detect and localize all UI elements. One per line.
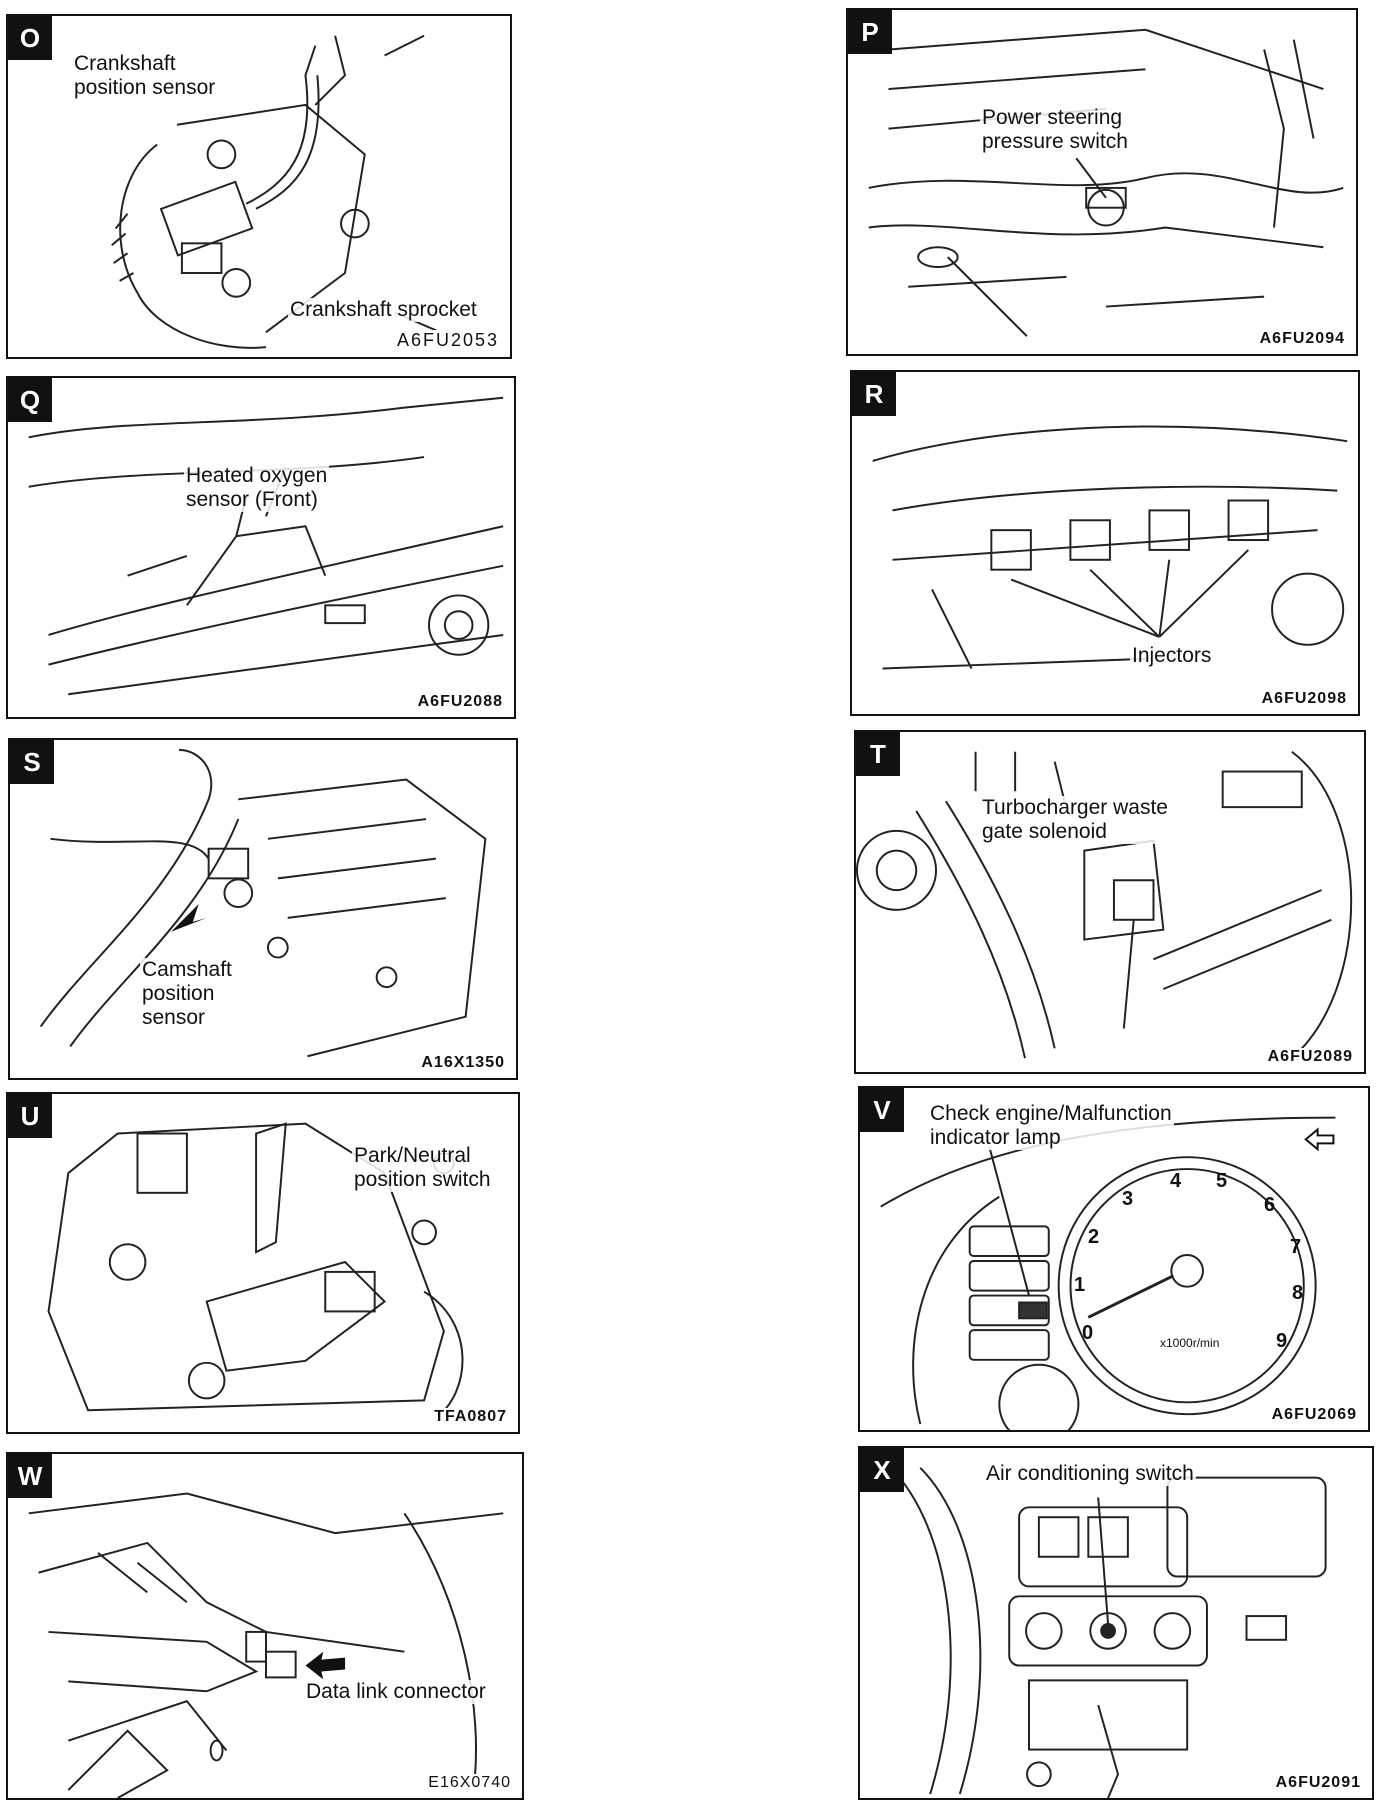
air-conditioning-switch-illustration [889, 1467, 1327, 1798]
data-link-connector-illustration [28, 1492, 504, 1798]
gauge-tick-6: 6 [1264, 1194, 1276, 1216]
camshaft-sensor-illustration [39, 748, 487, 1058]
gauge-tick-3: 3 [1122, 1188, 1134, 1210]
oxygen-sensor-illustration [28, 396, 504, 696]
figure-code: TFA0807 [431, 1408, 510, 1426]
callout-injectors: Injectors [1130, 644, 1214, 668]
figure-code: A6FU2069 [1268, 1406, 1360, 1424]
panel-w: W Data link connector E16X0740 [6, 1452, 524, 1800]
gauge-tick-7: 7 [1290, 1236, 1302, 1258]
callout-turbocharger-waste-gate-solenoid: Turbocharger waste gate solenoid [980, 796, 1170, 844]
pointer-arrow [305, 1651, 346, 1680]
panel-letter: Q [8, 378, 52, 422]
panel-letter: V [860, 1088, 904, 1132]
injectors-illustration [872, 425, 1348, 670]
callout-data-link-connector: Data link connector [304, 1680, 488, 1704]
panel-x: X Air conditioning switch A6FU2091 [858, 1446, 1374, 1800]
gauge-tick-0: 0 [1082, 1322, 1094, 1344]
panel-letter: O [8, 16, 52, 60]
callout-power-steering-pressure-switch: Power steering pressure switch [980, 106, 1130, 154]
figure-code: A6FU2098 [1258, 690, 1350, 708]
power-steering-illustration [868, 28, 1344, 337]
panel-s: S Camshaft position sensor A16X1350 [8, 738, 518, 1080]
figure-code: A6FU2089 [1264, 1048, 1356, 1066]
callout-camshaft-position-sensor: Camshaft position sensor [140, 958, 234, 1030]
panel-letter: X [860, 1448, 904, 1492]
panel-letter: R [852, 372, 896, 416]
panel-letter: U [8, 1094, 52, 1138]
panel-letter: W [8, 1454, 52, 1498]
panel-u: U Park/Neutral position switch TFA0807 [6, 1092, 520, 1434]
callout-park-neutral-position-switch: Park/Neutral position switch [352, 1144, 493, 1192]
callout-crankshaft-sprocket: Crankshaft sprocket [288, 298, 479, 322]
gauge-scale-label: x1000r/min [1160, 1336, 1220, 1350]
callout-crankshaft-position-sensor: Crankshaft position sensor [72, 52, 218, 100]
gauge-tick-1: 1 [1074, 1274, 1086, 1296]
figure-code: A6FU2094 [1256, 330, 1348, 348]
figure-code: E16X0740 [425, 1774, 514, 1792]
panel-v: V Check engine/Malfunction indicator lam… [858, 1086, 1370, 1432]
panel-letter: P [848, 10, 892, 54]
panel-letter: T [856, 732, 900, 776]
figure-code: A6FU2053 [393, 330, 502, 351]
panel-q: Q Heated oxygen sensor (Front) A6FU2088 [6, 376, 516, 719]
panel-t: T Turbocharger waste gate solenoid A6FU2… [854, 730, 1366, 1074]
arrow-left-icon [1304, 1127, 1335, 1152]
figure-code: A6FU2091 [1272, 1774, 1364, 1792]
crankshaft-illustration [111, 34, 464, 349]
panel-letter: S [10, 740, 54, 784]
pointer-arrow [171, 904, 207, 932]
waste-gate-solenoid-illustration [856, 750, 1353, 1059]
panel-r: R Injectors A6FU2098 [850, 370, 1360, 716]
callout-check-engine-malfunction-indicator-lamp: Check engine/Malfunction indicator lamp [928, 1102, 1174, 1150]
instrument-cluster-illustration [880, 1116, 1336, 1430]
gauge-tick-8: 8 [1292, 1282, 1304, 1304]
callout-air-conditioning-switch: Air conditioning switch [984, 1462, 1196, 1486]
gauge-tick-9: 9 [1276, 1330, 1288, 1352]
gauge-tick-5: 5 [1216, 1170, 1228, 1192]
figure-code: A16X1350 [418, 1054, 508, 1072]
park-neutral-switch-illustration [47, 1122, 464, 1421]
callout-heated-oxygen-sensor-front: Heated oxygen sensor (Front) [184, 464, 330, 512]
gauge-tick-4: 4 [1170, 1170, 1182, 1192]
gauge-tick-2: 2 [1088, 1226, 1100, 1248]
panel-o: O Crankshaft position sensor Crankshaft … [6, 14, 512, 359]
panel-p: P Power steering pressure switch A6FU209… [846, 8, 1358, 356]
figure-code: A6FU2088 [414, 693, 506, 711]
